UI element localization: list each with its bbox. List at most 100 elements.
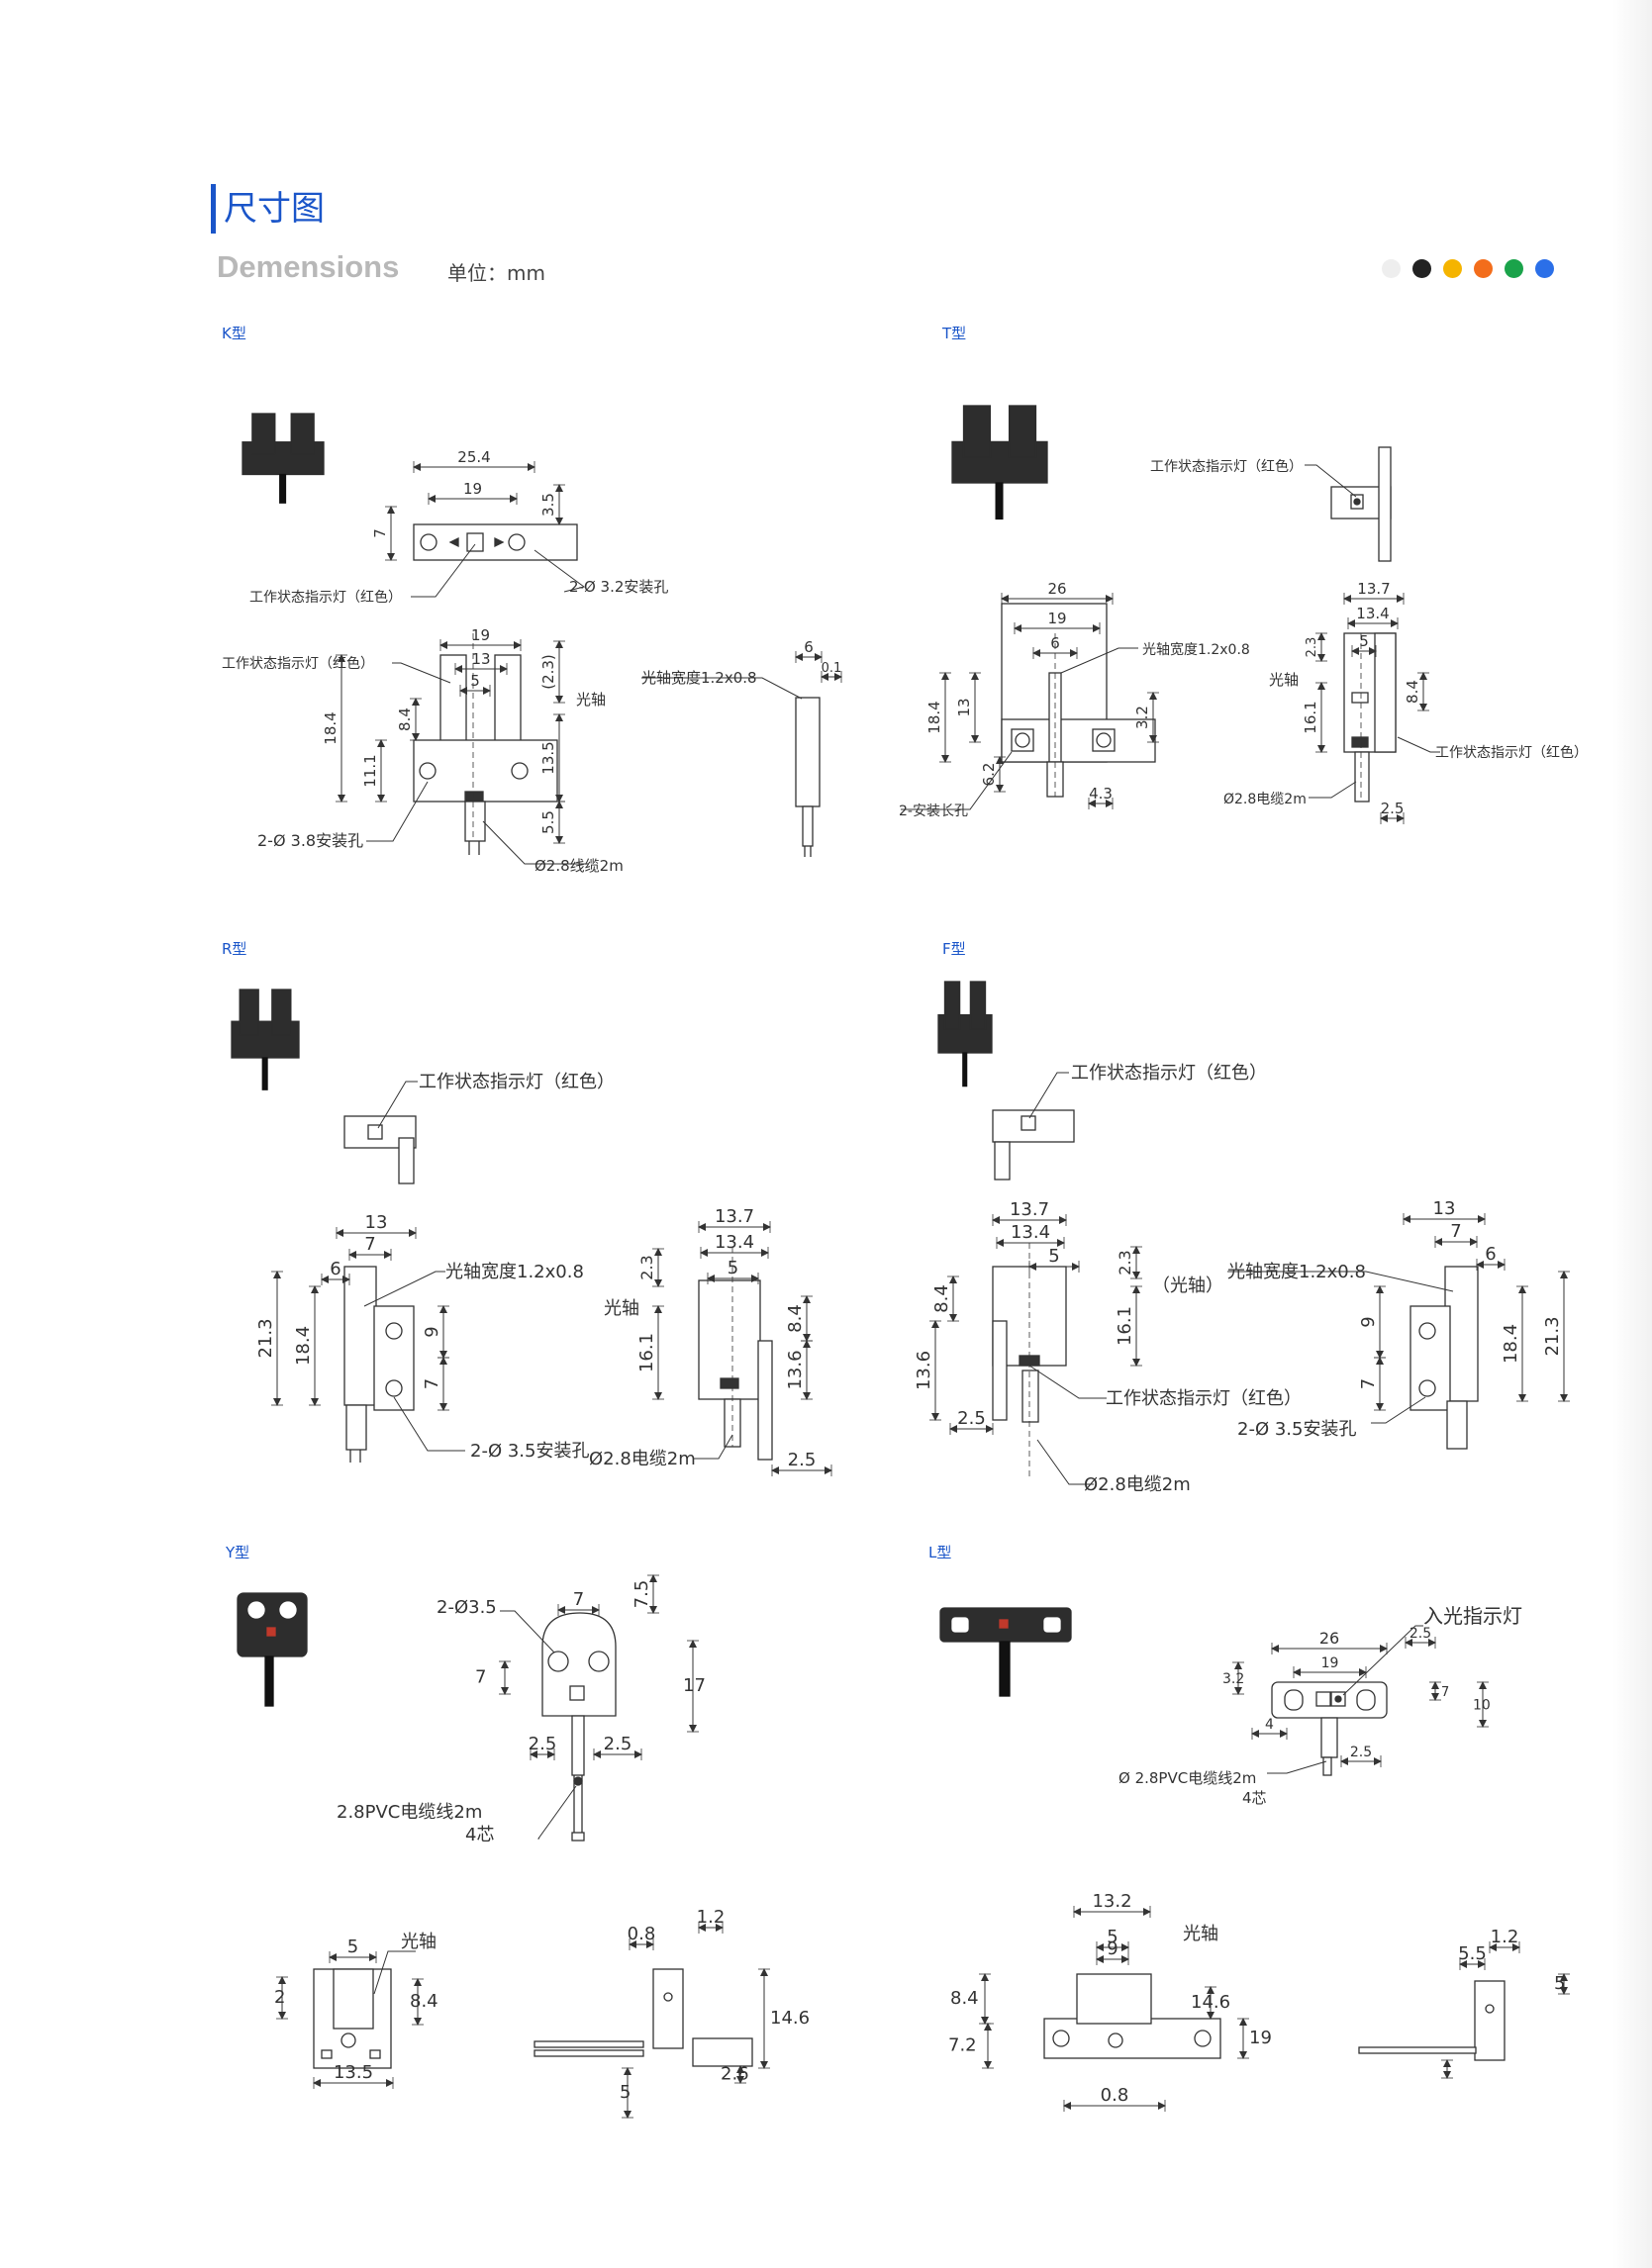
dimension-text: 14.6: [1191, 1992, 1230, 2013]
dimension-text: 5: [1107, 1927, 1118, 1947]
dimension-text: 19: [1047, 610, 1066, 627]
dimension-text: 4芯: [1242, 1789, 1267, 1807]
hole-circle: [547, 1651, 569, 1672]
outline-shape: [1284, 1689, 1304, 1711]
outline-shape: [345, 1404, 367, 1451]
dimension-text: 2.3: [1116, 1250, 1134, 1275]
dimension-text: 11.1: [361, 754, 379, 787]
dimension-text: Ø2.8线缆2m: [534, 857, 624, 875]
dimension-text: 21.3: [1542, 1316, 1563, 1356]
hole-circle: [1353, 498, 1361, 506]
outline-shape: [571, 1832, 585, 1842]
dimension-text: 光轴宽度1.2x0.8: [1142, 641, 1250, 658]
dimension-text: 18.4: [925, 701, 943, 733]
section-label-t: T型: [942, 325, 967, 342]
dimension-text: 2-安装长孔: [899, 803, 968, 819]
outline-shape: [692, 2037, 753, 2067]
dimension-text: 2.5: [1350, 1745, 1372, 1760]
dimension-text: 13: [365, 1212, 388, 1233]
dimension-text: 工作状态指示灯（红色）: [1106, 1388, 1302, 1409]
dimension-text: 入光指示灯: [1423, 1604, 1522, 1628]
dimension-text: 2.5: [1409, 1626, 1431, 1642]
outline-shape: [464, 791, 484, 803]
hole-circle: [247, 1601, 265, 1619]
leader-line: [1342, 1625, 1423, 1696]
dimension-text: 13.4: [1011, 1222, 1050, 1243]
dimension-text: 19: [1249, 2028, 1272, 2048]
outline-shape: [1351, 736, 1369, 748]
dimension-text: 1.2: [697, 1907, 726, 1928]
hole-circle: [1015, 732, 1030, 748]
dimension-text: 7: [1358, 1378, 1379, 1389]
outline-shape: [1315, 1691, 1331, 1707]
leader-line: [534, 549, 586, 593]
hole-circle: [279, 1601, 297, 1619]
dimension-text: 18.4: [1501, 1324, 1521, 1364]
hole-circle: [420, 533, 437, 551]
outline-shape: [534, 2049, 644, 2057]
outline-shape: [1043, 2018, 1221, 2059]
hole-circle: [1194, 2030, 1212, 2047]
dimension-text: 7: [371, 528, 389, 538]
dimension-text: 5: [620, 2082, 631, 2103]
leader-line: [1305, 464, 1357, 498]
dimension-text: 13.4: [715, 1232, 754, 1253]
dimension-text: 光轴: [1269, 671, 1299, 689]
dimension-text: 光轴宽度1.2x0.8: [445, 1262, 584, 1282]
outline-shape: [962, 405, 992, 458]
dimension-text: 13.5: [334, 2062, 373, 2083]
hole-circle: [508, 533, 526, 551]
outline-shape: [398, 1137, 415, 1184]
dimension-text: 8.4: [1404, 680, 1421, 704]
dimension-text: 4芯: [465, 1825, 494, 1845]
dimension-text: 5.5: [539, 810, 557, 834]
page-title: 尺寸图: [224, 189, 325, 229]
hole-circle: [1418, 1322, 1436, 1340]
dimension-text: 2.3: [637, 1255, 656, 1279]
dimension-text: 13: [1433, 1198, 1456, 1219]
dimension-text: 26: [1319, 1629, 1339, 1648]
outline-shape: [720, 1377, 739, 1389]
hole-circle: [1485, 2004, 1495, 2014]
dimension-text: 7: [573, 1589, 584, 1610]
dimension-text: 13.2: [1092, 1891, 1131, 1912]
t-product-photo: [951, 405, 1048, 520]
dimension-text: 6: [1050, 634, 1060, 652]
dimension-text: 5: [470, 672, 480, 690]
dimension-text: 13: [955, 698, 973, 716]
dimension-text: 2.5: [1381, 800, 1405, 817]
outline-shape: [1358, 2046, 1477, 2054]
outline-shape: [795, 697, 821, 807]
hole-circle: [1096, 732, 1112, 748]
dimension-text: 光轴宽度1.2x0.8: [1227, 1262, 1366, 1282]
dimension-text: 4.3: [1089, 785, 1113, 803]
dimension-text: 18.4: [293, 1326, 314, 1366]
dimension-text: 13.5: [539, 741, 557, 774]
dimension-text: 光轴: [604, 1298, 639, 1319]
section-label-f: F型: [942, 940, 966, 958]
dimension-text: 2.5: [788, 1450, 817, 1470]
dimension-text: 5: [1554, 1973, 1565, 1994]
color-dot-white: [1382, 259, 1401, 278]
f-product-photo: [937, 981, 993, 1087]
dimension-text: 13: [471, 650, 490, 668]
dimension-text: 8.4: [396, 708, 414, 731]
dimension-text: 13.6: [914, 1351, 934, 1390]
dimension-text: Ø2.8电缆2m: [1223, 792, 1307, 807]
outline-shape: [1043, 1617, 1061, 1633]
dimension-text: 0.8: [628, 1924, 656, 1944]
outline-shape: [534, 2040, 644, 2048]
hole-circle: [385, 1322, 403, 1340]
dimension-text: 9: [422, 1326, 442, 1337]
dimension-text: 3.2: [1133, 706, 1151, 729]
outline-shape: [1354, 751, 1370, 803]
hole-circle: [1334, 1695, 1342, 1703]
dimension-text: 5: [1359, 632, 1369, 650]
outline-shape: [271, 989, 292, 1036]
dimension-text: 18.4: [322, 711, 340, 744]
leader-line: [1371, 1396, 1426, 1424]
